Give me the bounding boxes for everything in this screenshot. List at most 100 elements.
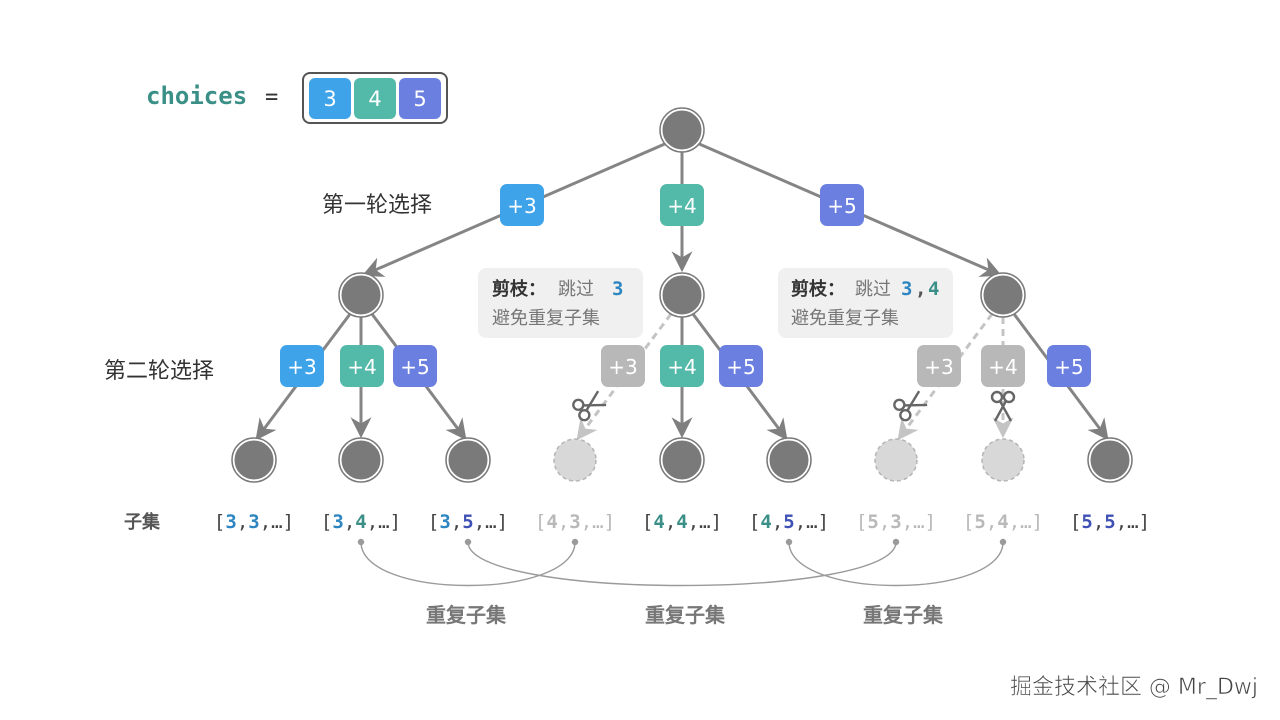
root-node-ring (659, 107, 705, 153)
subset-item: [3,5,…] (428, 511, 508, 533)
subset-item-pruned: [5,4,…] (963, 511, 1043, 533)
subset-item: [3,3,…] (214, 511, 294, 533)
leaf-node-ring (659, 437, 705, 483)
badge-plus4 (340, 345, 384, 387)
duplicate-connectors (357, 538, 1007, 587)
badge-plus4-pruned (981, 345, 1025, 387)
note-skip: 跳过 (855, 279, 891, 300)
arc-endpoint (892, 538, 900, 546)
choice-cell-3 (309, 78, 351, 119)
badge-plus5 (820, 184, 864, 226)
badge-label: +4 (667, 194, 696, 218)
badge-plus5 (1047, 345, 1091, 387)
leaf-node-ring (1087, 437, 1133, 483)
leaf-node (1087, 437, 1133, 483)
badge-plus3-pruned (601, 345, 645, 387)
badge-plus3 (500, 184, 544, 226)
level1-node-ring (659, 272, 705, 318)
leaf-node (445, 437, 491, 483)
choices-label: choices (146, 82, 247, 110)
badge-label: +3 (287, 355, 316, 379)
leaf-node (659, 437, 705, 483)
badge-label: +5 (1054, 355, 1083, 379)
badge-label: +3 (507, 194, 536, 218)
badge-label: +5 (827, 194, 856, 218)
arc-endpoint (571, 538, 579, 546)
subset-item-pruned: [5,3,…] (856, 511, 936, 533)
level1-node (980, 272, 1026, 318)
round-label-second: 第二轮选择 (104, 359, 214, 384)
note-title: 剪枝： (791, 278, 845, 300)
subsets-label: 子集 (124, 511, 161, 533)
duplicate-label: 重复子集 (863, 603, 944, 627)
badge-label: +4 (347, 355, 376, 379)
leaf-node-ring (231, 437, 277, 483)
leaf-node-ring (338, 437, 384, 483)
note-value-3: 3 (901, 278, 912, 300)
round-label-first: 第一轮选择 (322, 193, 432, 218)
note-title: 剪枝： (492, 278, 546, 300)
choice-cell-5 (399, 78, 441, 119)
level1-node-ring (980, 272, 1026, 318)
root-node (659, 107, 705, 153)
subsets-row: [3,3,…] [3,4,…] [3,5,…] [4,3,…] [4,4,…] [4,5,… (214, 511, 1150, 533)
badge-plus3 (280, 345, 324, 387)
duplicate-label: 重复子集 (645, 603, 726, 627)
subset-item: [4,5,…] (749, 511, 829, 533)
arc-endpoint (464, 538, 472, 546)
badge-plus5 (719, 345, 763, 387)
note-value-3: 3 (612, 278, 623, 300)
duplicate-arc (788, 541, 1004, 587)
arc-endpoint (785, 538, 793, 546)
note-background (778, 268, 953, 338)
subset-item: [3,4,…] (321, 511, 401, 533)
arc-endpoint (357, 538, 365, 546)
subset-item: [5,5,…] (1070, 511, 1150, 533)
scissors-icon (990, 390, 1016, 422)
note-comma: , (915, 278, 926, 300)
badge-plus5 (393, 345, 437, 387)
tree-nodes (231, 107, 1133, 483)
choice-value: 4 (368, 87, 381, 111)
note-value-4: 4 (928, 278, 939, 300)
duplicate-label: 重复子集 (426, 603, 507, 627)
level1-node-ring (338, 272, 384, 318)
choice-cell-4 (354, 78, 396, 119)
badge-label: +5 (400, 355, 429, 379)
subset-item-pruned: [4,3,…] (535, 511, 615, 533)
choice-value: 3 (323, 87, 336, 111)
pruned-leaf-node (981, 438, 1025, 482)
level1-node (659, 272, 705, 318)
badge-label: +5 (726, 355, 755, 379)
subset-item: [4,4,…] (642, 511, 722, 533)
scissors-icon (893, 390, 928, 422)
note-background (478, 268, 643, 338)
prune-note-1: 剪枝： 跳过 3 避免重复子集 (478, 268, 643, 338)
badge-plus4 (660, 345, 704, 387)
note-skip: 跳过 (558, 279, 594, 300)
prune-note-2: 剪枝： 跳过 3 , 4 避免重复子集 (778, 268, 953, 338)
leaf-node-ring (445, 437, 491, 483)
leaf-node (338, 437, 384, 483)
duplicate-arc (467, 541, 897, 587)
level1-badges: +3 +4 +5 (500, 184, 864, 226)
equals-sign: = (265, 85, 278, 110)
note-description: 避免重复子集 (492, 308, 600, 329)
pruned-leaf-node (553, 438, 597, 482)
leaf-node (231, 437, 277, 483)
scissors-icon (572, 390, 607, 422)
watermark: 掘金技术社区 @ Mr_Dwj (1010, 675, 1258, 700)
badge-label: +4 (988, 355, 1017, 379)
level1-node (338, 272, 384, 318)
note-description: 避免重复子集 (791, 308, 899, 329)
badge-plus4 (660, 184, 704, 226)
arc-endpoint (999, 538, 1007, 546)
badge-label: +3 (608, 355, 637, 379)
level2-badges: +3 +4 +5 +3 +4 +5 +3 +4 +5 (280, 345, 1091, 387)
badge-label: +3 (924, 355, 953, 379)
badge-label: +4 (667, 355, 696, 379)
choice-value: 5 (413, 87, 426, 111)
duplicate-arc (360, 541, 576, 587)
badge-plus3-pruned (917, 345, 961, 387)
